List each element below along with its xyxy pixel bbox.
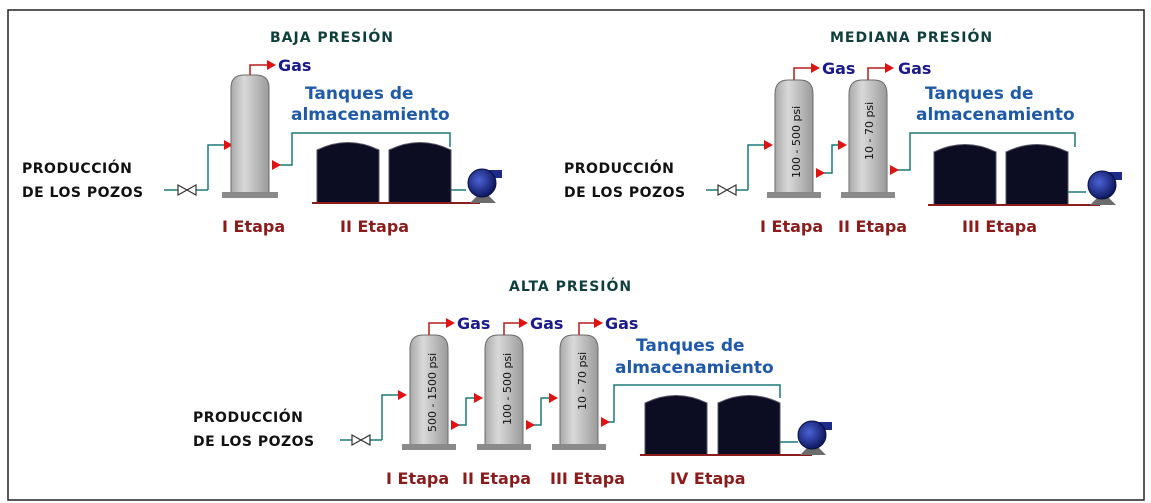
mediana-presion-diagram: MEDIANA PRESIÓN PRODUCCIÓN DE LOS POZOS …	[564, 28, 1122, 236]
alta-separator-vessel-2	[477, 334, 531, 450]
alta-transfer-arrow-icon-1b	[474, 393, 483, 403]
alta-gas-pipe-1	[428, 322, 447, 335]
alta-pump-icon	[797, 420, 832, 455]
baja-inlet-arrow-icon	[224, 140, 233, 150]
alta-tanques-line2: almacenamiento	[615, 358, 774, 378]
mediana-pressure-1: 100 - 500 psi	[790, 106, 803, 178]
alta-etapa-3: III Etapa	[550, 469, 625, 488]
baja-tanques-line2: almacenamiento	[291, 105, 450, 125]
mediana-liquid-arrow-icon	[890, 165, 899, 175]
mediana-produccion-line2: DE LOS POZOS	[564, 185, 686, 201]
mediana-title: MEDIANA PRESIÓN	[830, 28, 993, 46]
alta-transfer-pipe-1	[451, 397, 476, 426]
mediana-gas-label-1: Gas	[822, 59, 855, 78]
alta-etapa-2: II Etapa	[462, 469, 531, 488]
alta-etapa-4: IV Etapa	[670, 469, 746, 488]
mediana-gas-arrow-icon-2	[885, 63, 894, 73]
alta-transfer-arrow-icon-2a	[526, 420, 535, 430]
baja-inlet-pipe	[164, 144, 228, 191]
baja-presion-diagram: BAJA PRESIÓN PRODUCCIÓN DE LOS POZOS Gas…	[22, 28, 502, 236]
alta-pressure-3: 10 - 70 psi	[576, 352, 589, 410]
alta-produccion-line1: PRODUCCIÓN	[193, 408, 303, 426]
alta-presion-diagram: ALTA PRESIÓN PRODUCCIÓN DE LOS POZOS 500…	[193, 277, 832, 488]
baja-valve-icon	[177, 183, 197, 197]
alta-produccion-line2: DE LOS POZOS	[193, 434, 315, 450]
alta-inlet-arrow-icon	[398, 390, 407, 400]
mediana-etapa-3: III Etapa	[962, 217, 1037, 236]
mediana-pump-icon	[1087, 170, 1122, 205]
mediana-separator-vessel-2	[841, 79, 895, 198]
baja-storage-tanks	[316, 142, 452, 204]
alta-valve-icon	[351, 433, 371, 447]
alta-storage-tanks	[644, 395, 781, 456]
alta-liquid-arrow-icon	[601, 417, 610, 427]
alta-separator-vessel-3	[552, 334, 606, 450]
alta-gas-arrow-icon-3	[594, 318, 603, 328]
alta-separator-vessel-1	[402, 334, 456, 450]
mediana-storage-tanks	[933, 144, 1069, 206]
baja-gas-pipe	[249, 64, 268, 75]
alta-gas-pipe-3	[578, 322, 595, 335]
mediana-tanques-line1: Tanques de	[925, 84, 1034, 104]
baja-gas-arrow-icon	[267, 60, 276, 70]
mediana-transfer-arrow-icon-1	[816, 168, 825, 178]
mediana-tanques-line2: almacenamiento	[916, 105, 1075, 125]
baja-liquid-arrow-icon	[272, 160, 281, 170]
mediana-inlet-arrow-icon	[764, 140, 773, 150]
alta-inlet-pipe	[340, 394, 400, 441]
alta-transfer-arrow-icon-1a	[451, 420, 460, 430]
mediana-separator-vessel-1	[767, 79, 821, 198]
alta-pressure-2: 100 - 500 psi	[501, 353, 514, 425]
mediana-gas-label-2: Gas	[898, 59, 931, 78]
mediana-etapa-2: II Etapa	[838, 217, 907, 236]
baja-liquid-pipe	[272, 132, 451, 166]
baja-separator-vessel	[222, 74, 278, 198]
baja-etapa-1: I Etapa	[222, 217, 285, 236]
alta-etapa-1: I Etapa	[386, 469, 449, 488]
alta-gas-arrow-icon-2	[519, 318, 528, 328]
diagram-frame	[7, 9, 1145, 501]
baja-gas-label: Gas	[278, 56, 311, 75]
baja-produccion-line1: PRODUCCIÓN	[22, 159, 132, 177]
alta-gas-label-1: Gas	[457, 314, 490, 333]
alta-gas-label-3: Gas	[605, 314, 638, 333]
alta-gas-label-2: Gas	[530, 314, 563, 333]
baja-tanques-line1: Tanques de	[305, 84, 414, 104]
alta-pressure-1: 500 - 1500 psi	[426, 353, 439, 432]
mediana-gas-pipe-1	[793, 67, 812, 80]
mediana-valve-icon	[717, 183, 737, 197]
mediana-etapa-1: I Etapa	[760, 217, 823, 236]
alta-title: ALTA PRESIÓN	[509, 277, 632, 295]
mediana-liquid-pipe	[890, 132, 1076, 171]
mediana-inlet-pipe	[706, 144, 766, 191]
mediana-transfer-arrow-icon-2	[838, 140, 847, 150]
mediana-pressure-2: 10 - 70 psi	[863, 102, 876, 160]
mediana-gas-arrow-icon-1	[811, 63, 820, 73]
mediana-gas-pipe-2	[867, 67, 886, 80]
alta-gas-pipe-2	[503, 322, 520, 335]
baja-etapa-2: II Etapa	[340, 217, 409, 236]
alta-transfer-arrow-icon-2b	[549, 393, 558, 403]
baja-pump-icon	[467, 168, 502, 203]
alta-transfer-pipe-2	[526, 397, 551, 426]
mediana-produccion-line1: PRODUCCIÓN	[564, 159, 674, 177]
baja-produccion-line2: DE LOS POZOS	[22, 185, 144, 201]
alta-tanques-line1: Tanques de	[636, 336, 745, 356]
baja-title: BAJA PRESIÓN	[270, 28, 394, 46]
alta-gas-arrow-icon-1	[446, 318, 455, 328]
mediana-transfer-pipe	[816, 144, 840, 174]
